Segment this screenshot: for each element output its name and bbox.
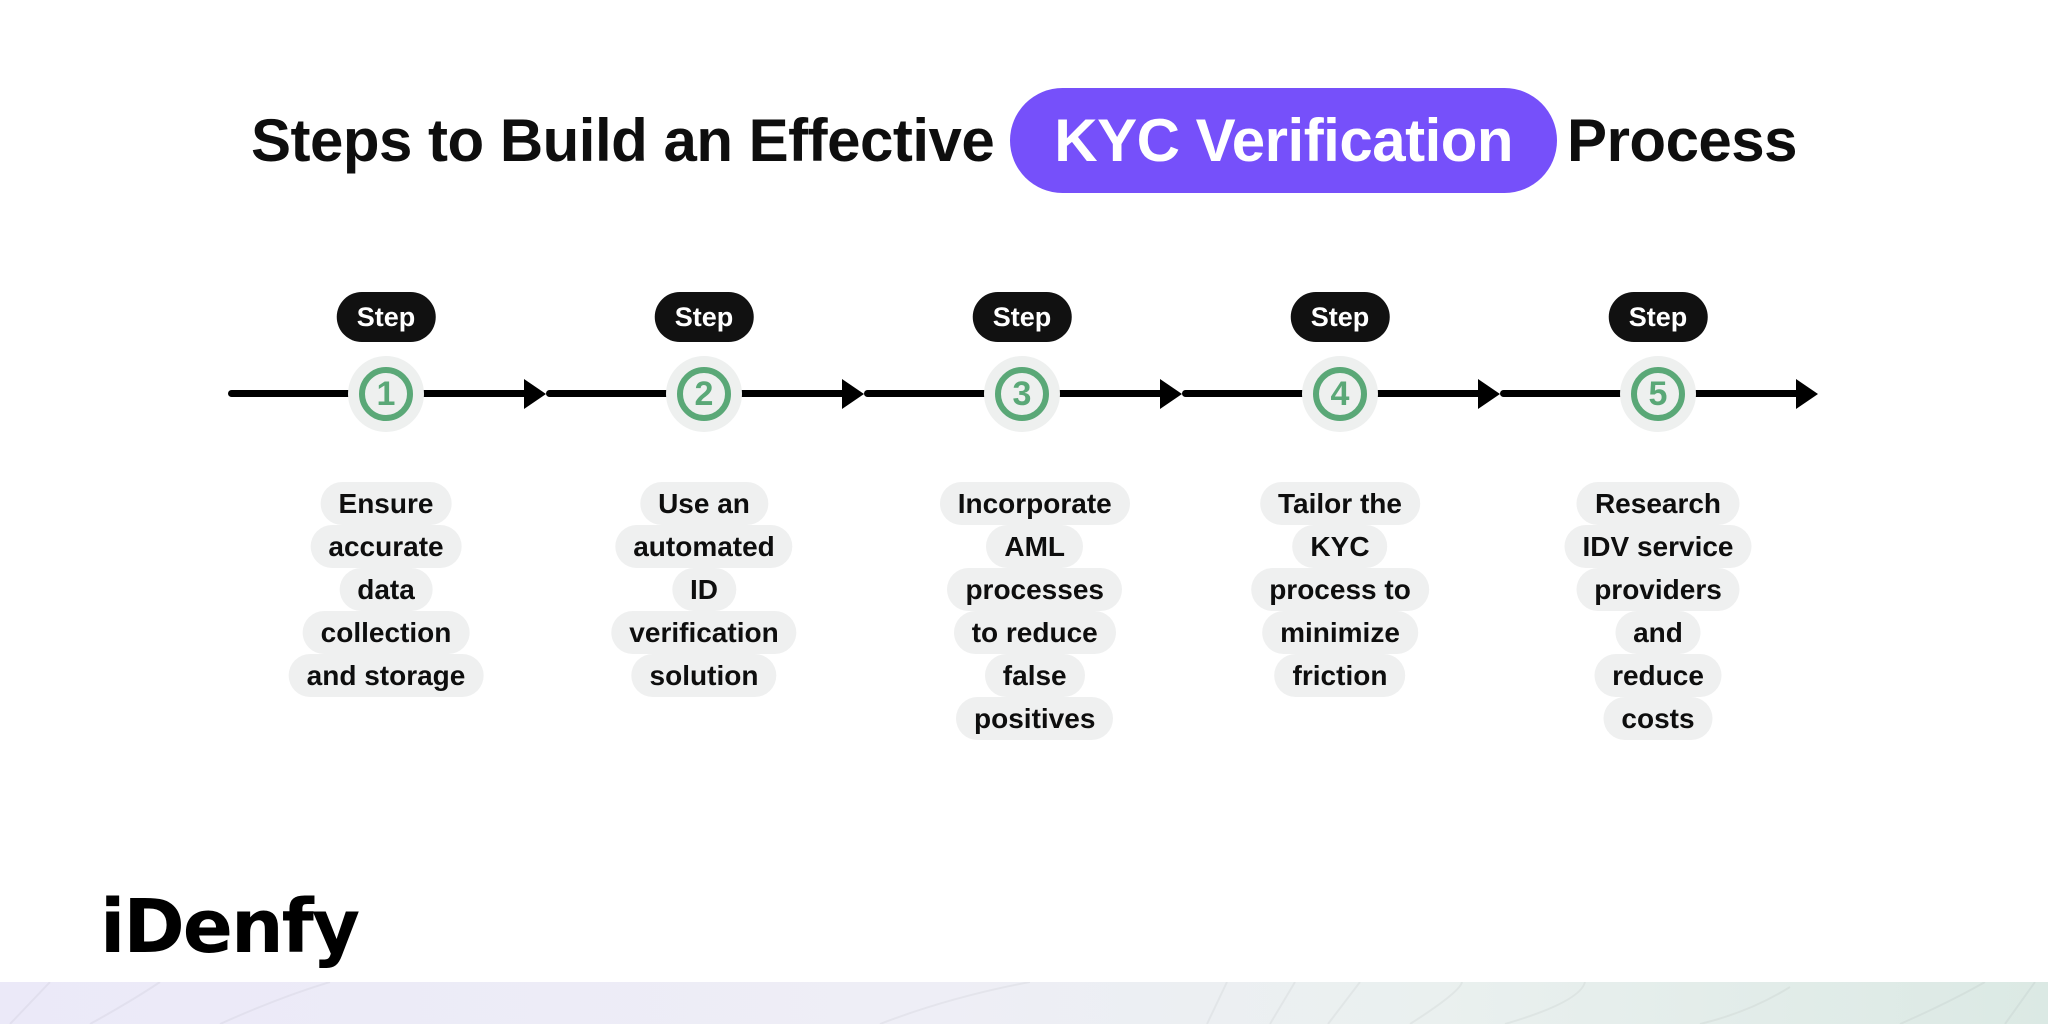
step-description-line: data xyxy=(339,568,433,611)
step-badge: Step xyxy=(972,292,1072,342)
step-description-line: Ensure xyxy=(320,482,452,525)
step-description: Tailor the KYC process to minimize frict… xyxy=(1251,482,1429,697)
step-description-line: to reduce xyxy=(953,611,1116,654)
step-description-line: IDV service xyxy=(1564,525,1752,568)
idenfy-logo: iDenfy xyxy=(100,884,360,970)
step-description: Incorporate AML processes to reduce fals… xyxy=(939,482,1130,740)
title-text-before: Steps to Build an Effective xyxy=(250,107,995,174)
step-description: Ensure accurate data collection and stor… xyxy=(288,482,484,697)
step-number-circle: 3 xyxy=(995,367,1049,421)
title-highlight-pill: KYC Verification xyxy=(1010,88,1558,193)
step-description-line: minimize xyxy=(1262,611,1418,654)
arrow-right-icon xyxy=(1796,379,1818,409)
step-number-halo: 5 xyxy=(1620,356,1696,432)
page-title: Steps to Build an Effective KYC Verifica… xyxy=(0,88,2048,193)
step-number-circle: 2 xyxy=(677,367,731,421)
step-description: Use an automated ID verification solutio… xyxy=(611,482,797,697)
arrow-right-icon xyxy=(842,379,864,409)
step-description-line: KYC xyxy=(1292,525,1388,568)
step-badge: Step xyxy=(654,292,754,342)
step-badge: Step xyxy=(336,292,436,342)
step-description-line: process to xyxy=(1251,568,1429,611)
step-description-line: solution xyxy=(631,654,777,697)
step-description-line: ID xyxy=(671,568,736,611)
step-number-circle: 4 xyxy=(1313,367,1367,421)
step-description-line: false xyxy=(984,654,1085,697)
step-description-line: positives xyxy=(956,697,1114,740)
step-description-line: Use an xyxy=(640,482,768,525)
step-description-line: processes xyxy=(947,568,1122,611)
arrow-right-icon xyxy=(1160,379,1182,409)
step-number-halo: 4 xyxy=(1302,356,1378,432)
decorative-curves-icon xyxy=(9,982,2036,1024)
step-description-line: friction xyxy=(1274,654,1406,697)
step-description-line: verification xyxy=(611,611,797,654)
step-description-line: Research xyxy=(1576,482,1740,525)
title-text-after: Process xyxy=(1567,107,1798,174)
step-number-halo: 2 xyxy=(666,356,742,432)
step-description-line: and storage xyxy=(288,654,484,697)
step-number-halo: 3 xyxy=(984,356,1060,432)
arrow-right-icon xyxy=(524,379,546,409)
step-description-line: AML xyxy=(986,525,1084,568)
step-description-line: accurate xyxy=(310,525,462,568)
step-badge: Step xyxy=(1290,292,1390,342)
step-description-line: Incorporate xyxy=(939,482,1130,525)
step-description: Research IDV service providers and reduc… xyxy=(1564,482,1752,740)
step-number-circle: 5 xyxy=(1631,367,1685,421)
step-description-line: Tailor the xyxy=(1260,482,1420,525)
step-number-halo: 1 xyxy=(348,356,424,432)
step-description-line: collection xyxy=(302,611,470,654)
step-description-line: providers xyxy=(1576,568,1740,611)
step-description-line: automated xyxy=(615,525,793,568)
step-badge: Step xyxy=(1608,292,1708,342)
step-description-line: reduce xyxy=(1594,654,1722,697)
step-description-line: and xyxy=(1615,611,1701,654)
arrow-right-icon xyxy=(1478,379,1500,409)
step-number-circle: 1 xyxy=(359,367,413,421)
step-description-line: costs xyxy=(1603,697,1713,740)
footer-decorative-band xyxy=(0,982,2048,1024)
